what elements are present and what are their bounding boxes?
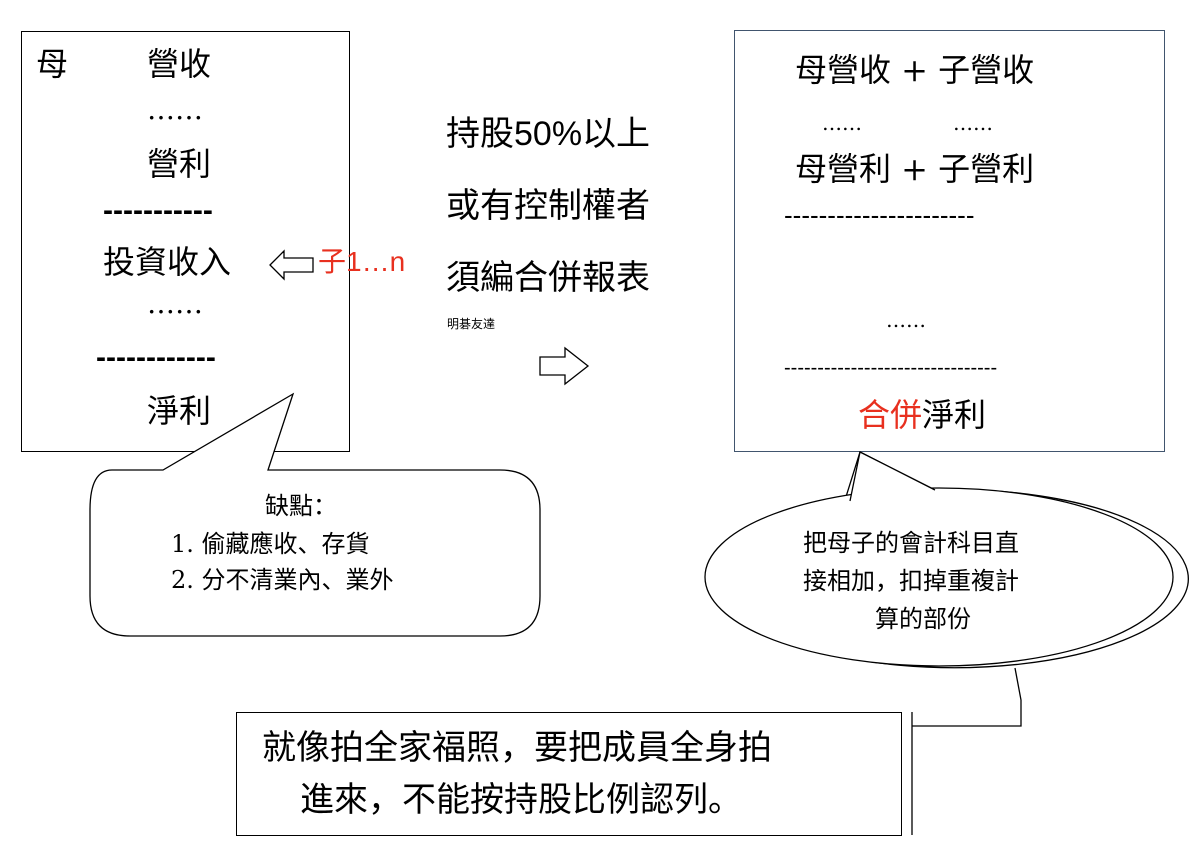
bottom-connector-line (911, 667, 1022, 835)
family-photo-note-box (236, 712, 902, 836)
center-line-3: 須編合併報表 (446, 258, 650, 298)
parent-investment-income: 投資收入 (103, 243, 232, 281)
parent-net-income: 淨利 (147, 392, 212, 430)
subsidiary-range: 1…n (346, 246, 406, 277)
center-line-1: 持股50%以上 (446, 115, 651, 153)
callout-right-line-3: 算的部份 (875, 605, 971, 633)
parent-dots-1: …… (147, 93, 203, 126)
consolidated-dots-b: …… (953, 111, 993, 135)
consolidated-dots-a: …… (822, 111, 862, 135)
parent-label: 母 (36, 45, 69, 83)
parent-dots-2: …… (147, 287, 203, 320)
consolidated-separator-1: ---------------------- (784, 200, 975, 230)
callout-right-line-1: 把母子的會計科目直 (803, 529, 1019, 557)
bottom-note-line-2: 進來，不能按持股比例認列。 (300, 780, 742, 820)
callout-left-item-1: 1. 偷藏應收、存貨 (171, 530, 370, 558)
author-note: 明碁友達 (447, 317, 496, 331)
subsidiary-prefix: 子 (318, 245, 347, 278)
parent-separator-2: ------------ (96, 341, 216, 374)
left-block-arrow-icon (269, 249, 314, 281)
parent-separator-1: ----------- (103, 194, 213, 227)
consolidated-net-red: 合併 (858, 396, 923, 434)
center-line-2: 或有控制權者 (446, 186, 650, 226)
consolidated-box (734, 30, 1165, 452)
callout-left-title: 缺點： (265, 492, 337, 520)
consolidated-net-black: 淨利 (922, 396, 987, 434)
consolidated-revenue-line: 母營收 + 子營收 (795, 51, 1035, 89)
subsidiary-label: 子1…n (318, 248, 405, 276)
callout-right-line-2: 接相加，扣掉重複計 (803, 567, 1019, 595)
right-block-arrow-icon (539, 346, 590, 386)
callout-left-item-2: 2. 分不清業內、業外 (171, 566, 394, 594)
left-callout-bubble (89, 392, 541, 637)
parent-revenue: 營收 (147, 45, 212, 83)
parent-income-box (21, 31, 350, 452)
consolidated-dots-mid: …… (886, 308, 926, 332)
parent-profit: 營利 (147, 145, 212, 183)
bottom-note-line-1: 就像拍全家福照，要把成員全身拍 (262, 728, 772, 768)
consolidated-net-income: 合併淨利 (858, 399, 986, 431)
consolidated-separator-2: -------------------------------- (784, 357, 998, 379)
consolidated-profit-line: 母營利 + 子營利 (795, 150, 1035, 188)
